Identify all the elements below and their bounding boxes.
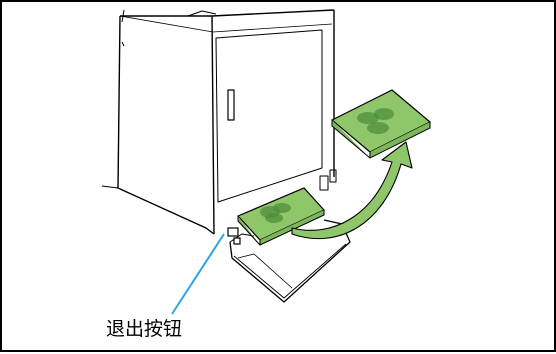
callout-line (171, 233, 225, 315)
eject-button (227, 227, 241, 245)
paper-stack-removed (330, 89, 432, 159)
printer-body (101, 9, 337, 235)
eject-button-label: 退出按钮 (106, 318, 183, 340)
curved-arrow (291, 141, 413, 240)
output-tray (229, 219, 351, 303)
